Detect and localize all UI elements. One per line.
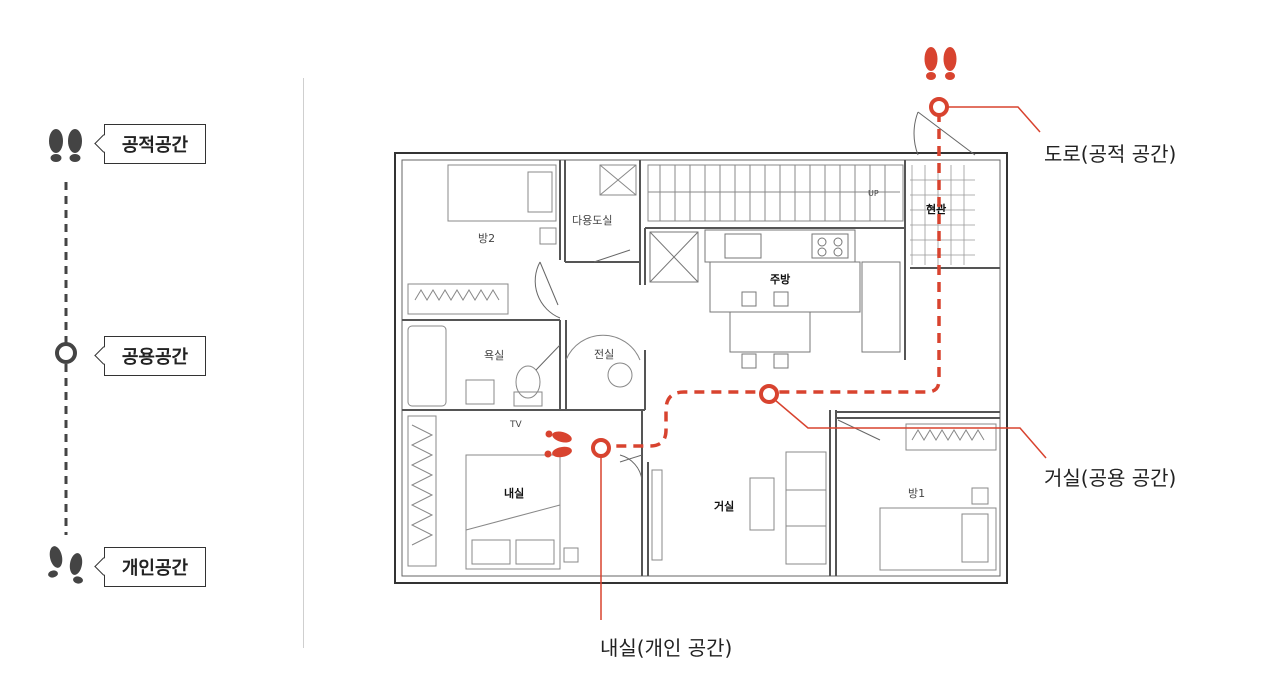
- road-marker: [929, 97, 949, 117]
- footprints-walking-icon: [48, 546, 83, 584]
- room-label-bedroom1: 방1: [908, 487, 925, 500]
- room-label-master: 내실: [504, 486, 524, 500]
- bedroom2-fixtures: [407, 164, 637, 315]
- living-marker: [759, 384, 779, 404]
- room-label-entrance: 현관: [926, 202, 946, 216]
- room-label-bath: 욕실: [484, 349, 504, 362]
- footprints-master-icon: [544, 430, 572, 458]
- interior-doors: [534, 249, 881, 481]
- staircase: [647, 164, 904, 222]
- room-label-bedroom2: 방2: [478, 232, 495, 245]
- master-marker: [591, 438, 611, 458]
- living-fixtures: [651, 451, 827, 565]
- footprints-solid-icon: [49, 129, 82, 162]
- callout-road: 도로(공적 공간): [1044, 142, 1177, 166]
- room-label-living: 거실: [714, 499, 734, 513]
- legend-label-private: 개인공간: [104, 547, 206, 587]
- interior-walls: [402, 160, 1000, 576]
- entrance-tiles: [910, 165, 975, 265]
- vertical-divider: [303, 78, 304, 648]
- exterior-walls: [394, 152, 1008, 584]
- room-label-utility: 다용도실: [572, 214, 612, 227]
- room-label-dressing: 전실: [594, 348, 614, 361]
- route-path: [612, 112, 941, 448]
- stair-up-label: UP: [868, 189, 879, 198]
- legend-label-shared: 공용공간: [104, 336, 206, 376]
- callout-master: 내실(개인 공간): [600, 636, 733, 660]
- legend-graphics: [48, 129, 83, 584]
- kitchen-fixtures: [649, 229, 901, 369]
- master-fixtures: [407, 415, 579, 570]
- entrance-door: [913, 111, 976, 156]
- bedroom1-fixtures: [879, 423, 997, 571]
- room-label-tv: TV: [509, 420, 522, 430]
- callout-living: 거실(공용 공간): [1044, 466, 1177, 490]
- bathroom-fixtures: [407, 325, 641, 407]
- callout-leaders: [600, 106, 1047, 620]
- legend-label-public: 공적공간: [104, 124, 206, 164]
- room-label-kitchen: 주방: [770, 272, 790, 286]
- ring-marker-icon: [55, 342, 77, 364]
- footprints-road-icon: [924, 47, 957, 80]
- legend-panel: 공적공간 공용공간 개인공간: [0, 0, 300, 688]
